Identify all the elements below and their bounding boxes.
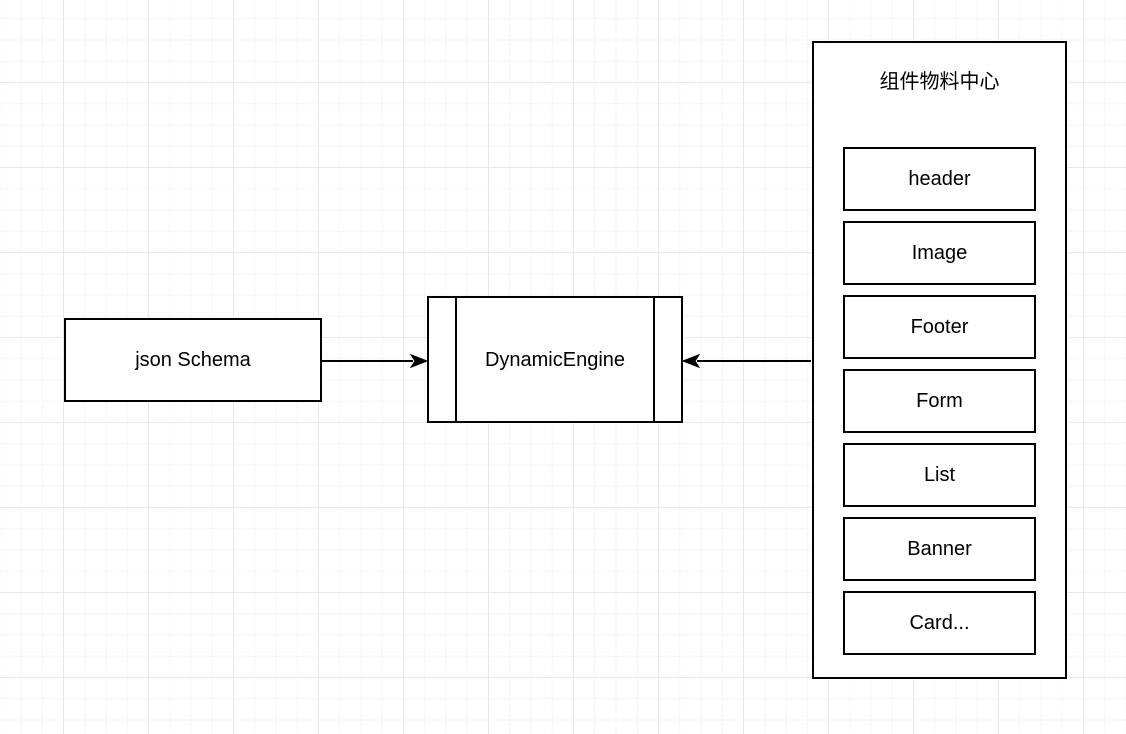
component-box-banner: Banner (843, 517, 1036, 581)
process-bar-left (455, 298, 457, 421)
process-bar-right (653, 298, 655, 421)
node-json-schema: json Schema (64, 318, 322, 402)
arrowhead-left-icon (681, 353, 701, 369)
container-material-center: 组件物料中心 header Image Footer Form List Ban… (812, 41, 1067, 679)
component-box-footer: Footer (843, 295, 1036, 359)
arrowhead-right-icon (409, 353, 429, 369)
component-box-form: Form (843, 369, 1036, 433)
node-dynamic-engine: DynamicEngine (427, 296, 683, 423)
edge-jsonschema-to-dynamicengine (322, 353, 429, 369)
node-json-schema-label: json Schema (135, 349, 251, 371)
component-box-card: Card... (843, 591, 1036, 655)
node-dynamic-engine-label: DynamicEngine (484, 348, 626, 371)
component-box-header: header (843, 147, 1036, 211)
component-list: header Image Footer Form List Banner Car… (843, 147, 1036, 665)
component-box-image: Image (843, 221, 1036, 285)
edge-materialcenter-to-dynamicengine (681, 353, 811, 369)
component-box-list: List (843, 443, 1036, 507)
container-material-center-title: 组件物料中心 (879, 71, 1000, 93)
